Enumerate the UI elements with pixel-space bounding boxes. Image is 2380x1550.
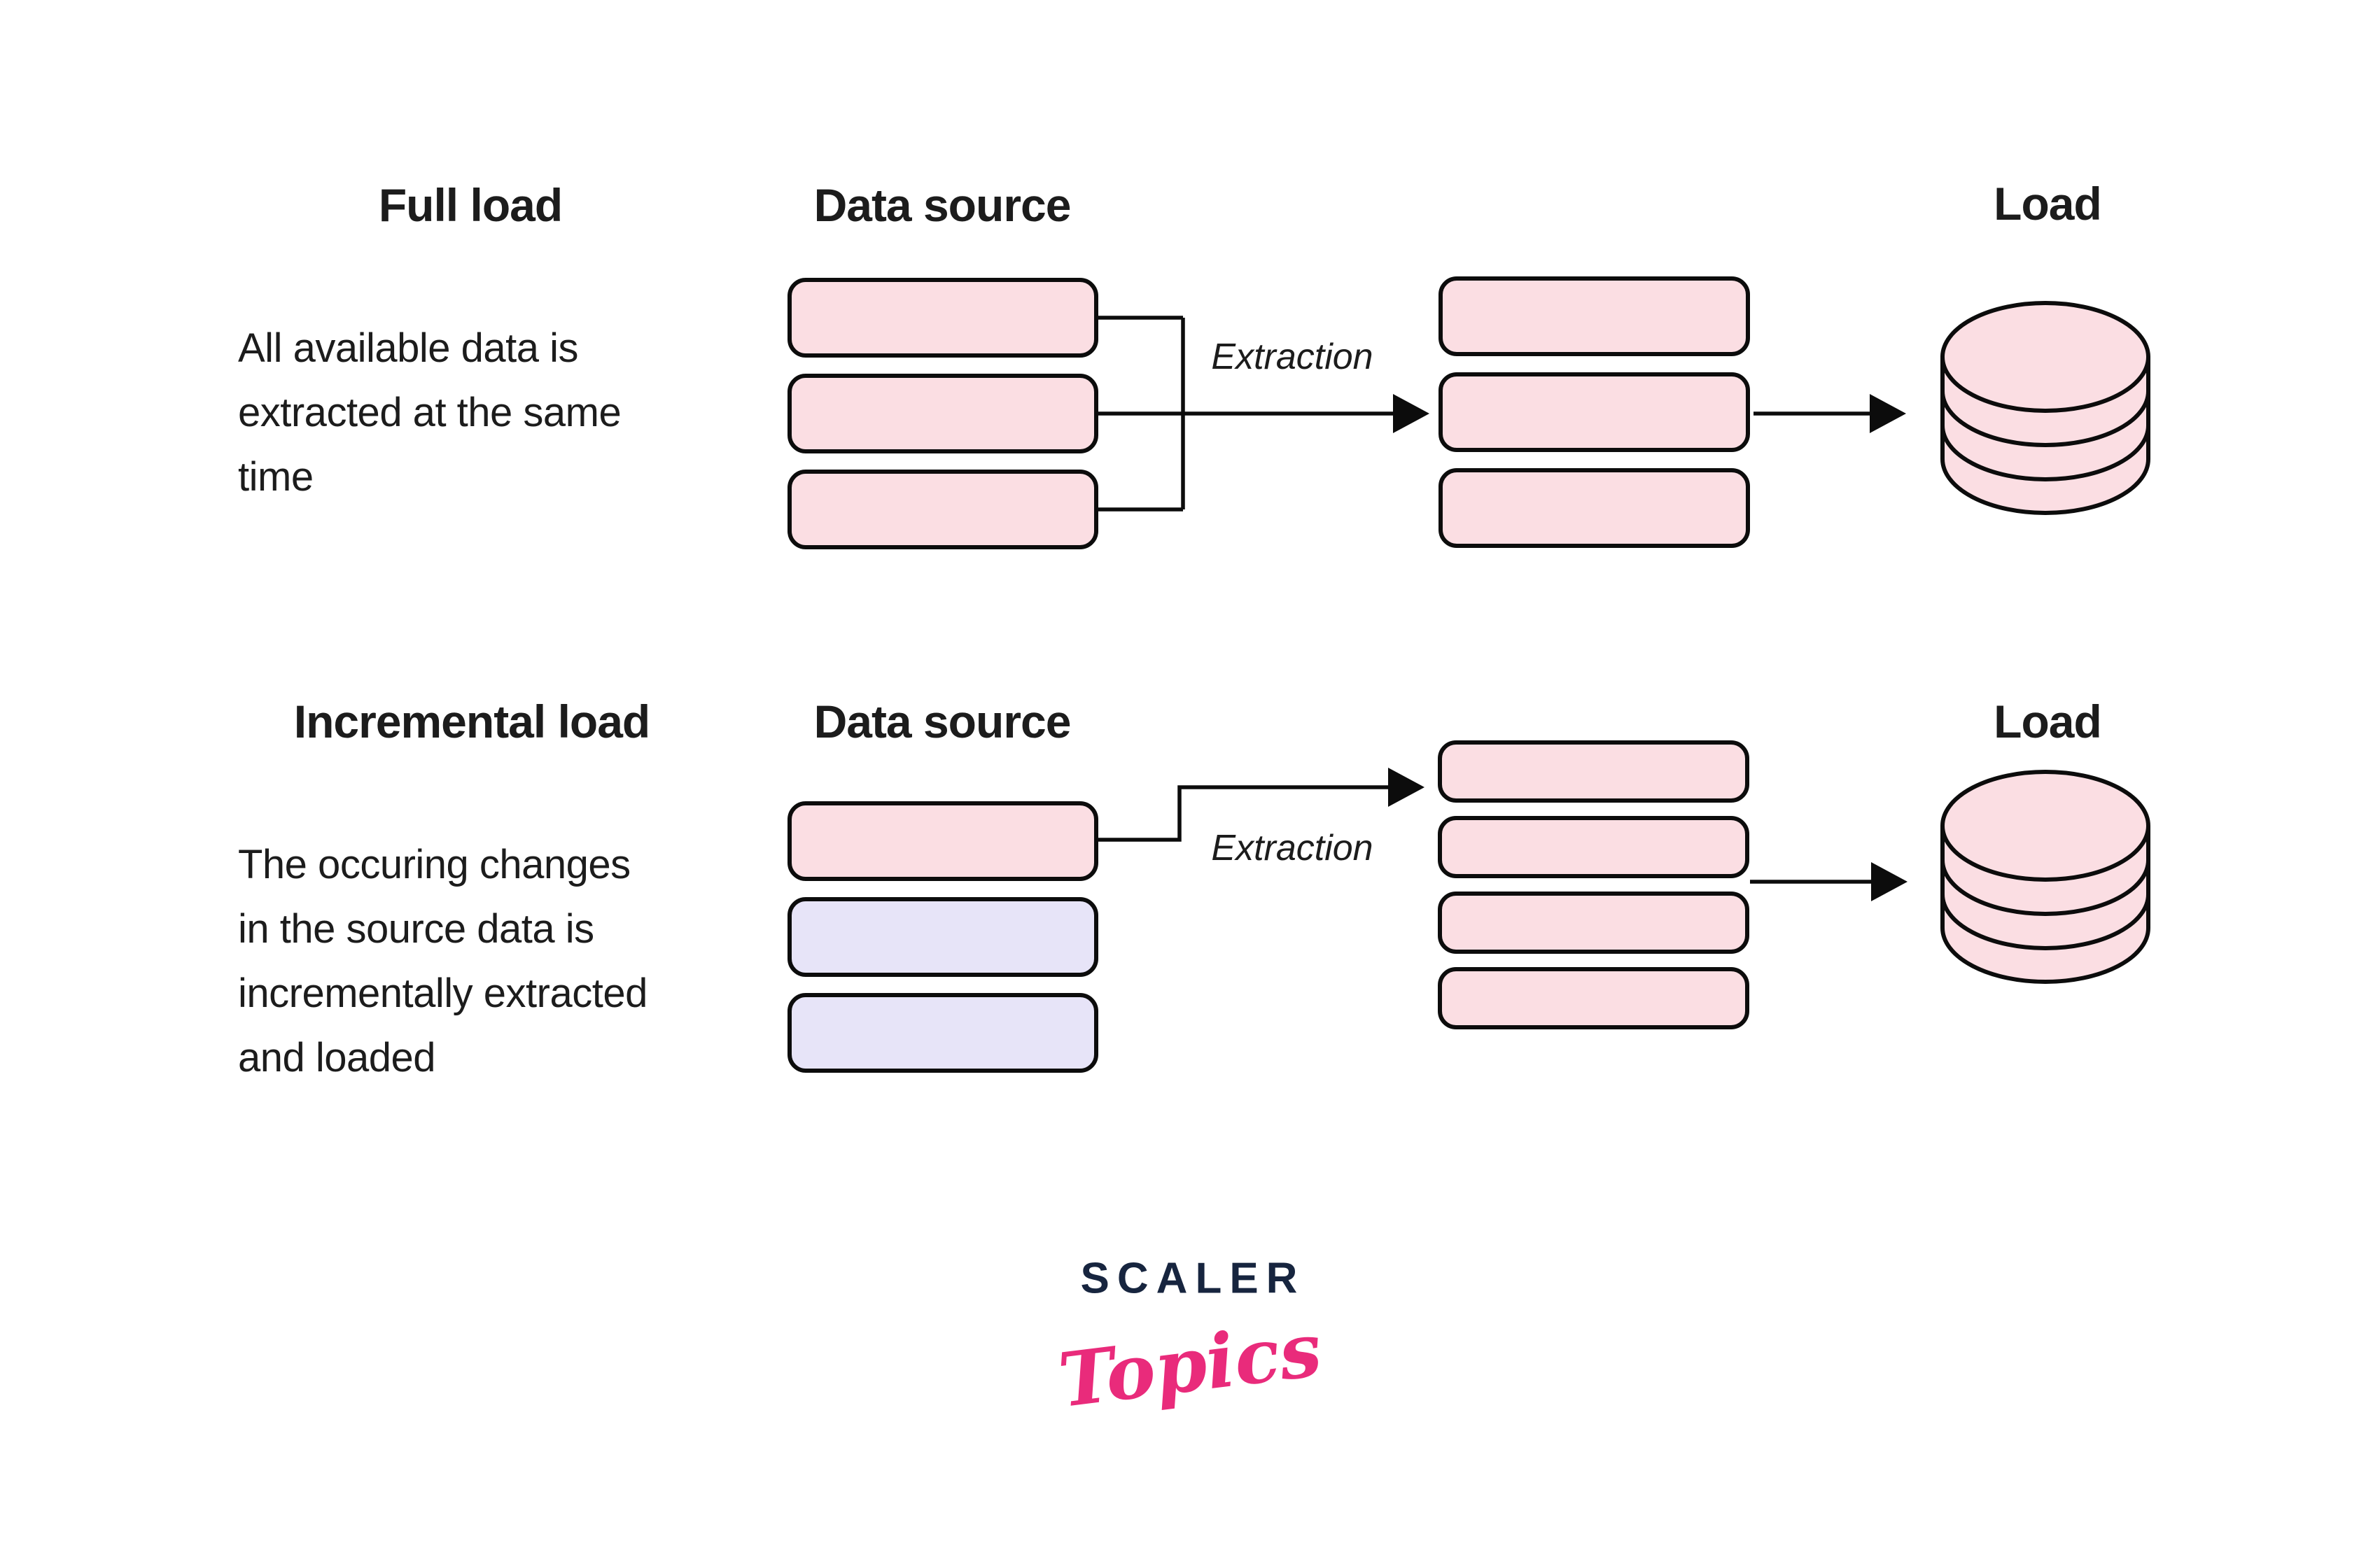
data-block-pink (788, 801, 1098, 881)
description-line: extracted at the same (238, 390, 622, 435)
incremental-load-load-label: Load (1994, 696, 2102, 747)
full-load-extraction-connector (1098, 316, 1394, 512)
data-block-pink (788, 278, 1098, 358)
incremental-extraction-connector (1098, 785, 1390, 842)
full-load-source-boxes (788, 278, 1098, 549)
description-line: and loaded (238, 1035, 436, 1080)
data-block-pink (1438, 892, 1749, 954)
full-load-description: All available data is extracted at the s… (238, 316, 622, 509)
arrowhead-icon (1871, 862, 1907, 901)
data-block-pink (1438, 468, 1750, 548)
database-icon-incremental (1942, 772, 2148, 982)
data-block-pink (1438, 816, 1749, 878)
data-block-pink (1438, 740, 1749, 803)
description-line: incrementally extracted (238, 971, 648, 1016)
description-line: in the source data is (238, 906, 594, 952)
full-load-data-source-label: Data source (813, 179, 1072, 231)
data-block-pink (788, 374, 1098, 453)
data-block-pink (1438, 372, 1750, 452)
description-line: All available data is (238, 325, 579, 371)
full-load-load-label: Load (1994, 178, 2102, 230)
data-block-pink (1438, 967, 1749, 1029)
full-load-extraction-label: Extraction (1211, 337, 1373, 377)
full-load-title: Full load (378, 179, 563, 231)
data-block-pink (1438, 276, 1750, 356)
incremental-source-boxes (788, 801, 1098, 1073)
full-load-staged-boxes (1438, 276, 1750, 548)
description-line: time (238, 454, 314, 500)
arrowhead-icon (1388, 768, 1424, 807)
database-icon-full-load (1942, 303, 2148, 513)
data-block-lavender (788, 993, 1098, 1073)
description-line: The occuring changes (238, 842, 631, 887)
incremental-staged-boxes (1438, 740, 1749, 1029)
data-block-lavender (788, 897, 1098, 977)
incremental-extraction-label: Extraction (1211, 828, 1373, 868)
incremental-data-source-label: Data source (813, 696, 1072, 747)
arrowhead-icon (1870, 394, 1906, 433)
incremental-description: The occuring changes in the source data … (238, 833, 648, 1090)
arrowhead-icon (1393, 394, 1429, 433)
incremental-load-title: Incremental load (293, 696, 650, 747)
logo-scaler-text: SCALER (1080, 1254, 1306, 1303)
data-block-pink (788, 470, 1098, 549)
